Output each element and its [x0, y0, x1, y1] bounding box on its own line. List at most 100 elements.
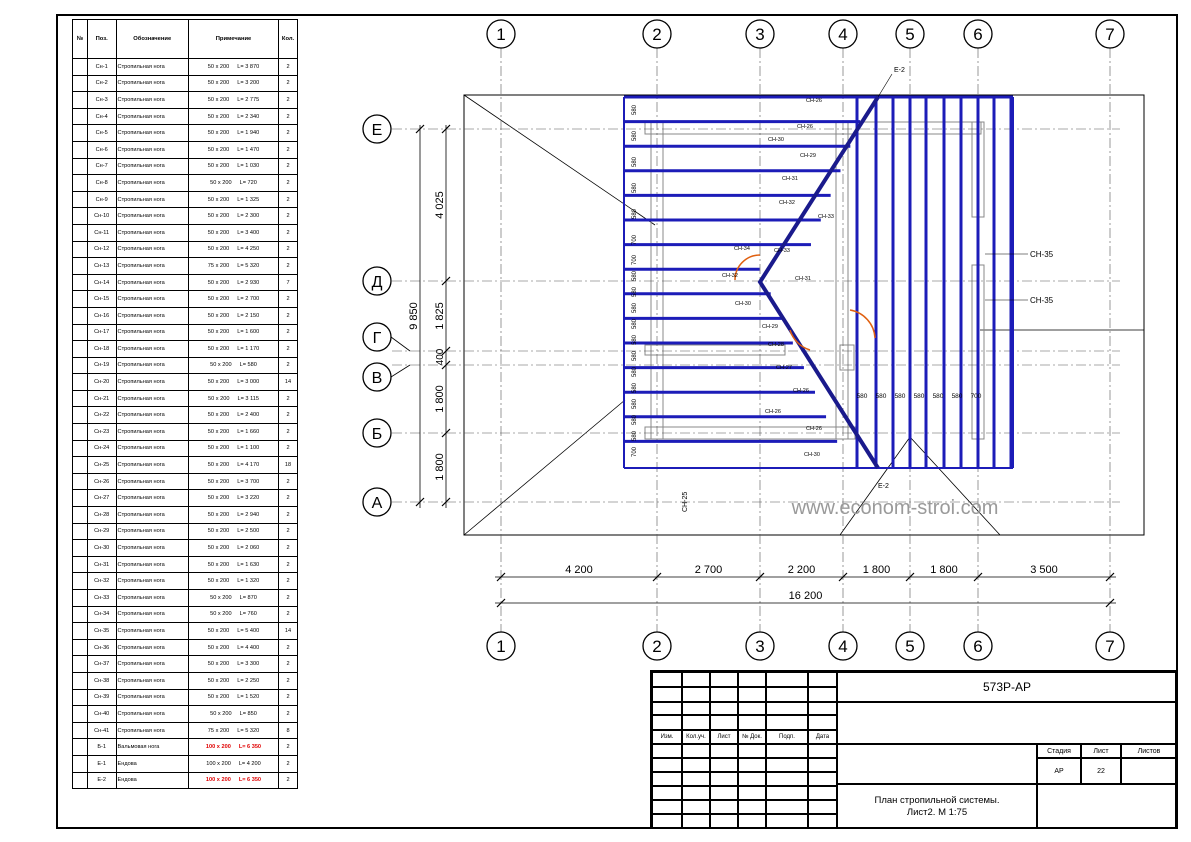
- spec-section: 50 x 200: [207, 495, 230, 502]
- stamp-grid-cell: [808, 800, 837, 814]
- stamp-sheet: 22: [1081, 758, 1121, 784]
- spacing-label: 580: [632, 430, 638, 441]
- spec-length: L= 2 775: [237, 96, 260, 103]
- dim-value: 3 500: [1030, 564, 1058, 576]
- spec-col-name: Обозначение: [115, 19, 189, 59]
- spacing-label: 580: [632, 104, 638, 115]
- stamp-grid-cell: [808, 772, 837, 786]
- dim-tick: [441, 124, 451, 134]
- spec-length: L= 1 470: [237, 146, 260, 153]
- dim-tick: [1105, 572, 1115, 582]
- stamp-grid-cell: [710, 786, 738, 800]
- axis-bubble: [362, 418, 392, 448]
- rafter-callout: СН-29: [762, 324, 778, 330]
- stamp-grid-cell: [766, 687, 808, 702]
- axis-label: 5: [905, 25, 914, 44]
- axis-bubble: [362, 487, 392, 517]
- hip-label: Е-2: [894, 67, 905, 74]
- spacing-label: 580: [632, 270, 638, 281]
- rafter-callout: СН-34: [734, 246, 750, 252]
- spec-length: L= 2 060: [237, 545, 260, 552]
- spec-section: 50 x 200: [207, 462, 230, 469]
- axis-label: В: [372, 370, 383, 387]
- spec-length: L= 1 170: [237, 345, 260, 352]
- stamp-stage: АР: [1037, 758, 1081, 784]
- rafter-callout: СН-26: [765, 409, 781, 415]
- stamp-title-line2: Лист2. М 1:75: [906, 806, 968, 818]
- spec-section: 50 x 200: [210, 710, 232, 717]
- stamp-grid-cell: [808, 814, 837, 829]
- spacing-label: 580: [632, 208, 638, 219]
- spacing-label: 700: [632, 254, 638, 265]
- dim-tick: [496, 572, 506, 582]
- spacing-label: 580: [632, 130, 638, 141]
- dim-value: 2 700: [695, 564, 723, 576]
- stamp-grid-cell: [652, 672, 682, 687]
- axis-bubble: [1095, 631, 1125, 661]
- stamp-grid-cell: [738, 687, 766, 702]
- stamp-grid-cell: [808, 702, 837, 715]
- spec-length: L= 1 660: [237, 428, 260, 435]
- spec-length: L= 5 400: [237, 627, 260, 634]
- spec-length: L= 3 200: [237, 80, 260, 87]
- spec-length: L= 2 300: [237, 213, 260, 220]
- spec-section: 50 x 200: [207, 561, 230, 568]
- stamp-grid-cell: [808, 786, 837, 800]
- axis-bubble: [642, 631, 672, 661]
- stamp-grid-cell: [652, 814, 682, 829]
- stamp-grid-cell: [738, 758, 766, 772]
- spacing-label: 580: [632, 334, 638, 345]
- hip-line: [463, 399, 626, 536]
- stamp-empty-row: [837, 702, 1177, 744]
- stamp-grid-cell: [652, 702, 682, 715]
- axis-bubble: [362, 114, 392, 144]
- stamp-grid-cell: [808, 758, 837, 772]
- stamp-grid-cell: [682, 814, 710, 829]
- spec-length: L= 580: [239, 362, 257, 369]
- stamp-sheets: [1121, 758, 1177, 784]
- dim-value: 400: [435, 348, 446, 365]
- spec-qty: 2: [278, 671, 298, 690]
- spec-qty: 2: [278, 771, 298, 790]
- spec-length: L= 2 700: [237, 296, 260, 303]
- stamp-grid-cell: Кол.уч.: [682, 730, 710, 744]
- dim-value: 1 825: [434, 302, 446, 330]
- spacing-label: 580: [632, 286, 638, 297]
- rafter-callout: СН-30: [768, 137, 784, 143]
- spec-qty: 8: [278, 721, 298, 740]
- spec-section: 50 x 200: [207, 345, 230, 352]
- stamp-grid-cell: [738, 715, 766, 730]
- spacing-label: 700: [632, 234, 638, 245]
- spec-section: 50 x 200: [210, 362, 232, 369]
- spec-section: 50 x 200: [207, 296, 230, 303]
- spec-qty: 18: [278, 456, 298, 474]
- dim-value: 2 200: [788, 564, 816, 576]
- rafter-callout: СН-28: [768, 342, 784, 348]
- spec-length: L= 1 630: [237, 561, 260, 568]
- spec-section: 50 x 200: [207, 63, 230, 70]
- rafter-callout: СН-26: [806, 98, 822, 104]
- dim-tick: [415, 124, 425, 134]
- stamp-grid-cell: [682, 786, 710, 800]
- rafter-callout: СН-30: [735, 301, 751, 307]
- spec-length: L= 3 400: [237, 229, 260, 236]
- spacing-label: 580: [632, 350, 638, 361]
- axis-label: Г: [373, 330, 382, 347]
- spacing-label: 580: [952, 393, 963, 400]
- axis-bubble: [745, 631, 775, 661]
- hip-line: [463, 94, 656, 226]
- axis-label: 7: [1105, 25, 1114, 44]
- spec-qty: 2: [278, 754, 298, 773]
